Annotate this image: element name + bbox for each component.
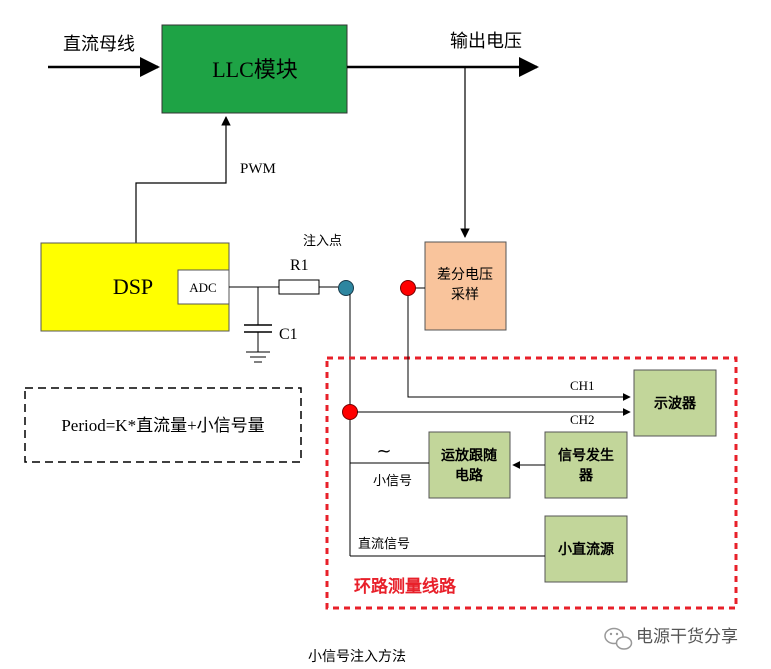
- diff-sampler: 差分电压 采样: [424, 241, 507, 331]
- wechat-icon: [604, 627, 633, 650]
- adc-box: [177, 269, 230, 305]
- injection-point-label: 注入点: [303, 234, 342, 249]
- watermark-text: 电源干货分享: [636, 627, 738, 647]
- dc-bus-input: 直流母线: [48, 34, 160, 77]
- resistor-r1: [278, 279, 320, 295]
- loop-measure-label: 环路测量线路: [354, 576, 457, 597]
- signal-generator: 信号发生 器: [544, 431, 628, 499]
- signal-generator-label-2: 器: [578, 468, 594, 484]
- c1-label: C1: [279, 326, 298, 343]
- sine-icon: ~: [376, 441, 391, 462]
- opamp-label-1: 运放跟随: [441, 447, 497, 464]
- pwm-path: PWM: [135, 116, 276, 243]
- oscilloscope-box: [633, 369, 717, 437]
- adc-label: ADC: [189, 280, 216, 295]
- oscilloscope: 示波器: [633, 369, 717, 437]
- pwm-wire: [135, 116, 231, 243]
- signal-generator-label-1: 信号发生: [558, 447, 614, 464]
- ch1-probe-dot: [400, 280, 416, 296]
- ch2-label: CH2: [570, 412, 595, 427]
- formula-box: Period=K*直流量+小信号量: [24, 387, 302, 463]
- injection-point-dot: [338, 280, 354, 296]
- llc-module-box: [161, 24, 348, 114]
- dc-source: 小直流源: [544, 515, 628, 583]
- signal-generator-box: [544, 431, 628, 499]
- diff-sampler-label-2: 采样: [451, 287, 479, 303]
- diff-sampler-box: [424, 241, 507, 331]
- opamp-label-2: 电路: [455, 467, 484, 484]
- dsp-label: DSP: [113, 274, 153, 299]
- formula-frame: [24, 387, 302, 463]
- llc-module-label: LLC模块: [212, 57, 298, 82]
- diff-sampler-label-1: 差分电压: [437, 267, 493, 283]
- output-voltage: 输出电压: [347, 31, 539, 77]
- dc-bus-label: 直流母线: [63, 34, 135, 55]
- llc-module: LLC模块: [161, 24, 348, 114]
- pwm-label: PWM: [240, 161, 276, 177]
- output-voltage-label: 输出电压: [450, 31, 522, 52]
- loop-measure-region: [325, 356, 738, 610]
- dsp-block: DSP ADC: [40, 242, 230, 332]
- figure-caption: 小信号注入方法: [308, 649, 406, 665]
- dc-source-box: [544, 515, 628, 583]
- ch1-wire: [407, 296, 631, 401]
- formula-text: Period=K*直流量+小信号量: [61, 416, 264, 435]
- ch1-label: CH1: [570, 378, 595, 393]
- dc-source-label: 小直流源: [558, 541, 614, 558]
- opamp-follower: 运放跟随 电路: [428, 431, 511, 499]
- adc-filter-network: R1 C1: [229, 257, 338, 363]
- ch2-probe-dot: [342, 404, 358, 420]
- oscilloscope-label: 示波器: [654, 395, 697, 412]
- watermark: 电源干货分享: [604, 627, 738, 650]
- opamp-box: [428, 431, 511, 499]
- r1-label: R1: [290, 257, 309, 274]
- small-signal-label: 小信号: [373, 474, 412, 489]
- dc-signal-label: 直流信号: [358, 537, 410, 552]
